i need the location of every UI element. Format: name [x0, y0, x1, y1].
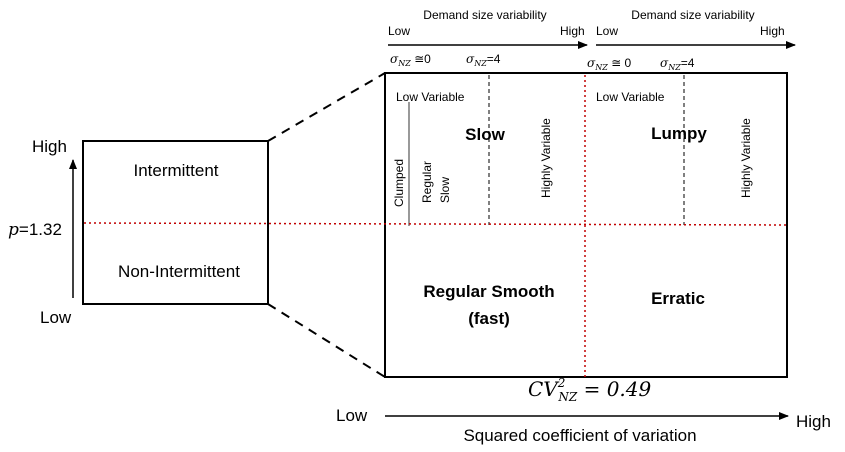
clumped-label: Clumped: [392, 159, 406, 207]
p-symbol: p: [8, 220, 19, 240]
intermittency-box: [82, 140, 269, 305]
regular-slow-label-line1: Regular: [420, 161, 434, 203]
y-axis-low-label: Low: [40, 308, 72, 327]
regular-smooth-label-line1: Regular Smooth: [423, 282, 554, 301]
zoom-connector-bottom: [267, 303, 386, 378]
intermittent-label: Intermittent: [133, 161, 218, 180]
bottom-axis-title: Squared coefficient of variation: [463, 426, 696, 445]
bottom-axis-high-label: High: [796, 412, 831, 431]
top-axis-right-low: Low: [596, 24, 618, 38]
highly-variable-right-label: Highly Variable: [739, 118, 753, 198]
lumpy-quadrant-label: Lumpy: [651, 124, 707, 143]
sigma-low-left: σNZ ≅0: [390, 52, 431, 68]
classification-matrix: Low Variable Low Variable Clumped Regula…: [384, 72, 788, 378]
top-axis-left: Demand size variability Low High: [388, 8, 588, 49]
regular-slow-label-line2: Slow: [438, 177, 452, 203]
p-threshold-line: [83, 222, 788, 226]
non-intermittent-label: Non-Intermittent: [118, 262, 240, 281]
erratic-quadrant-label: Erratic: [651, 289, 705, 308]
top-axis-right-high: High: [760, 24, 785, 38]
left-panel: High Low p=1.32 Intermittent Non-Intermi…: [8, 137, 269, 327]
regular-smooth-label-line2: (fast): [468, 309, 510, 328]
highly-variable-left-label: Highly Variable: [539, 118, 553, 198]
low-variable-left-label: Low Variable: [396, 90, 465, 104]
top-axis-left-low: Low: [388, 24, 410, 38]
sigma-low-right: σNZ ≅ 0: [587, 56, 631, 72]
bottom-axis-low-label: Low: [336, 406, 368, 425]
slow-quadrant-label: Slow: [465, 125, 505, 144]
matrix-frame: [384, 72, 788, 378]
sigma-mid-right: σNZ=4: [660, 56, 695, 72]
low-variable-right-label: Low Variable: [596, 90, 665, 104]
y-axis-high-label: High: [32, 137, 67, 156]
cv-symbol: CV: [528, 377, 560, 401]
top-axis-right-title: Demand size variability: [631, 8, 754, 22]
top-axis-right: Demand size variability Low High: [596, 8, 796, 49]
p-value: =1.32: [19, 220, 62, 239]
sigma-mid-left: σNZ=4: [466, 52, 501, 68]
top-axis-left-title: Demand size variability: [423, 8, 546, 22]
p-threshold-label: p=1.32: [8, 220, 62, 240]
bottom-axis: Low High Squared coefficient of variatio…: [336, 406, 831, 445]
zoom-connector-top: [267, 72, 386, 142]
top-axis-left-high: High: [560, 24, 585, 38]
